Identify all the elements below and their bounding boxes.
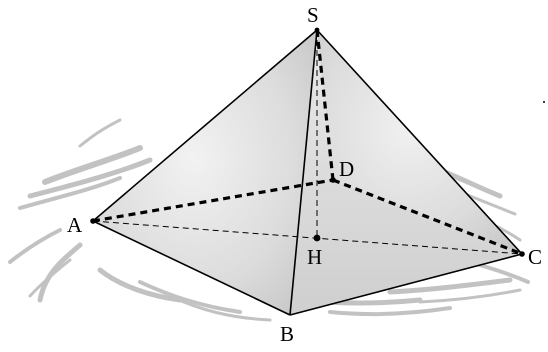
point-S (314, 27, 320, 33)
edge-SC (316, 29, 523, 255)
edge-DC (332, 178, 523, 256)
hidden-edges (92, 29, 523, 256)
edge-SA (92, 29, 318, 222)
point-A (90, 218, 96, 224)
visible-edges (92, 29, 523, 316)
label-A: A (67, 213, 83, 237)
edge-AD (92, 178, 334, 223)
diagonal-AC (92, 220, 523, 255)
label-B: B (280, 322, 294, 346)
face-SAB (93, 30, 317, 315)
pyramid-faces (93, 30, 522, 315)
vertex-points (90, 27, 525, 257)
point-H (313, 234, 321, 242)
construction-lines (92, 30, 523, 255)
point-D (330, 177, 336, 183)
edge-SD (315, 29, 335, 181)
edge-SB (289, 29, 318, 316)
label-S: S (307, 3, 319, 27)
label-C: C (528, 245, 542, 269)
edge-AB (92, 220, 291, 316)
edge-BC (289, 253, 523, 316)
point-C (519, 251, 525, 257)
label-H: H (307, 245, 322, 269)
label-D: D (339, 157, 354, 181)
stray-dot (543, 101, 545, 103)
